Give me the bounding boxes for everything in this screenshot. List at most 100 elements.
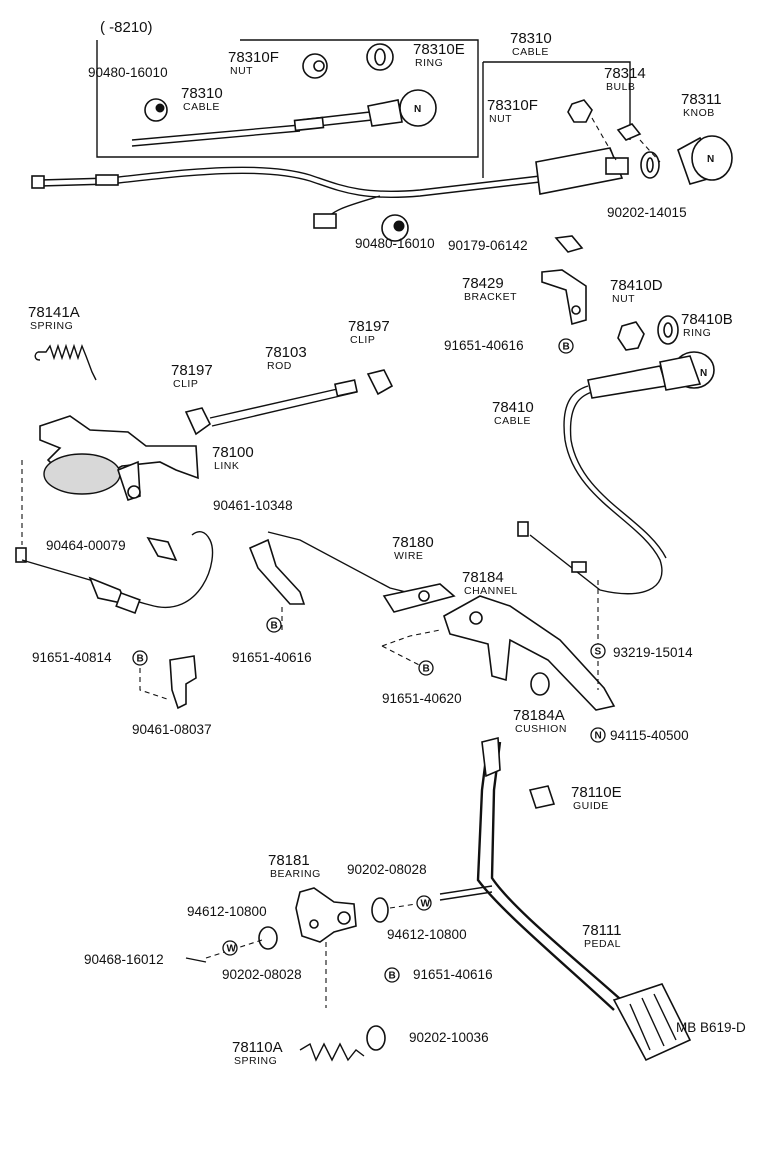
part-name-nut: NUT	[612, 293, 635, 305]
part-name-nut: NUT	[489, 113, 512, 125]
bolt-symbol-icon	[384, 967, 400, 983]
part-number-78429: 78429	[462, 275, 504, 292]
part-name-pedal: PEDAL	[584, 938, 621, 950]
part-number-90202-10036: 90202-10036	[409, 1030, 489, 1045]
washer-symbol-letter: W	[421, 899, 431, 910]
part-name-cable: CABLE	[183, 101, 220, 113]
part-name-wire: WIRE	[394, 550, 423, 562]
bolt-symbol-letter: B	[389, 971, 396, 982]
part-number-78180: 78180	[392, 534, 434, 551]
svg-text:N: N	[707, 154, 714, 165]
link-group	[34, 343, 394, 502]
svg-text:N: N	[700, 368, 707, 379]
nut-symbol-letter: N	[595, 731, 602, 742]
part-name-rod: ROD	[267, 360, 292, 372]
bolt-symbol-letter: B	[563, 342, 570, 353]
part-name-channel: CHANNEL	[464, 585, 518, 597]
part-number-78184: 78184	[462, 569, 504, 586]
part-name-ring: RING	[415, 57, 443, 69]
cable-78310: N	[31, 61, 733, 242]
part-name-clip: CLIP	[350, 334, 375, 346]
washer-symbol-icon	[416, 895, 432, 911]
part-number-90202-14015: 90202-14015	[607, 205, 687, 220]
part-number-78410b: 78410B	[681, 311, 733, 328]
bolt-symbol-icon	[266, 617, 282, 633]
part-number-78310f: 78310F	[228, 49, 279, 66]
part-number-90464-00079: 90464-00079	[46, 538, 126, 553]
part-number-94612-10800: 94612-10800	[187, 904, 267, 919]
screw-symbol-icon	[590, 643, 606, 659]
part-number-93219-15014: 93219-15014	[613, 645, 693, 660]
part-name-spring: SPRING	[234, 1055, 277, 1067]
part-number-78111: 78111	[582, 922, 622, 939]
part-name-bearing: BEARING	[270, 868, 321, 880]
part-name-clip: CLIP	[173, 378, 198, 390]
bolt-symbol-letter: B	[423, 664, 430, 675]
bearing-group	[185, 887, 417, 1062]
part-number-78181: 78181	[268, 852, 310, 869]
wire-channel	[248, 531, 616, 711]
part-number-78311: 78311	[681, 91, 722, 108]
part-number-94612-10800: 94612-10800	[387, 927, 467, 942]
part-number-90202-08028: 90202-08028	[222, 967, 302, 982]
bracket-group	[541, 235, 679, 351]
part-number-78410d: 78410D	[610, 277, 663, 294]
part-name-bulb: BULB	[606, 81, 635, 93]
part-labels: 78310FNUT78310ERING90480-1601078310CABLE…	[28, 30, 733, 1067]
part-name-guide: GUIDE	[573, 800, 609, 812]
lower-cable	[15, 460, 214, 710]
part-name-cable: CABLE	[494, 415, 531, 427]
bolt-symbol-letter: B	[271, 621, 278, 632]
part-number-90461-08037: 90461-08037	[132, 722, 212, 737]
part-number-90468-16012: 90468-16012	[84, 952, 164, 967]
washer-symbol-icon	[222, 940, 238, 956]
part-number-90480-16010: 90480-16010	[355, 236, 435, 251]
part-number-91651-40814: 91651-40814	[32, 650, 112, 665]
part-name-nut: NUT	[230, 65, 253, 77]
part-number-78410: 78410	[492, 399, 534, 416]
part-name-knob: KNOB	[683, 107, 715, 119]
part-number-90480-16010: 90480-16010	[88, 65, 168, 80]
part-number-78141a: 78141A	[28, 304, 80, 321]
inset-box: ( -8210) N	[96, 19, 479, 158]
part-name-link: LINK	[214, 460, 239, 472]
part-number-78314: 78314	[604, 65, 646, 82]
part-number-78103: 78103	[265, 344, 307, 361]
pedal-group	[439, 736, 692, 1062]
part-number-78310: 78310	[510, 30, 552, 47]
bolt-symbol-letter: B	[137, 654, 144, 665]
part-number-78310: 78310	[181, 85, 223, 102]
screw-symbol-letter: S	[595, 647, 602, 658]
part-number-91651-40616: 91651-40616	[232, 650, 312, 665]
part-number-78110e: 78110E	[571, 784, 622, 801]
diagram-code: MB B619-D	[676, 1020, 746, 1035]
part-number-90179-06142: 90179-06142	[448, 238, 528, 253]
part-name-cushion: CUSHION	[515, 723, 567, 735]
part-number-90461-10348: 90461-10348	[213, 498, 293, 513]
part-number-90202-08028: 90202-08028	[347, 862, 427, 877]
inset-range-label: ( -8210)	[100, 19, 153, 36]
part-number-78197: 78197	[348, 318, 390, 335]
washer-symbol-letter: W	[227, 944, 237, 955]
part-number-78110a: 78110A	[232, 1039, 283, 1056]
bolt-symbol-icon	[418, 660, 434, 676]
part-number-78310e: 78310E	[413, 41, 465, 58]
part-number-78184a: 78184A	[513, 707, 565, 724]
part-number-94115-40500: 94115-40500	[610, 728, 689, 743]
part-number-78310f: 78310F	[487, 97, 538, 114]
part-number-78197: 78197	[171, 362, 213, 379]
svg-text:N: N	[414, 104, 421, 115]
part-name-ring: RING	[683, 327, 711, 339]
part-number-91651-40616: 91651-40616	[413, 967, 493, 982]
nut-symbol-icon	[590, 727, 606, 743]
part-number-78100: 78100	[212, 444, 254, 461]
part-number-91651-40620: 91651-40620	[382, 691, 462, 706]
part-number-91651-40616: 91651-40616	[444, 338, 524, 353]
part-name-bracket: BRACKET	[464, 291, 517, 303]
part-name-cable: CABLE	[512, 46, 549, 58]
cable-78410: N	[517, 351, 715, 595]
part-name-spring: SPRING	[30, 320, 73, 332]
bolt-symbol-icon	[558, 338, 574, 354]
